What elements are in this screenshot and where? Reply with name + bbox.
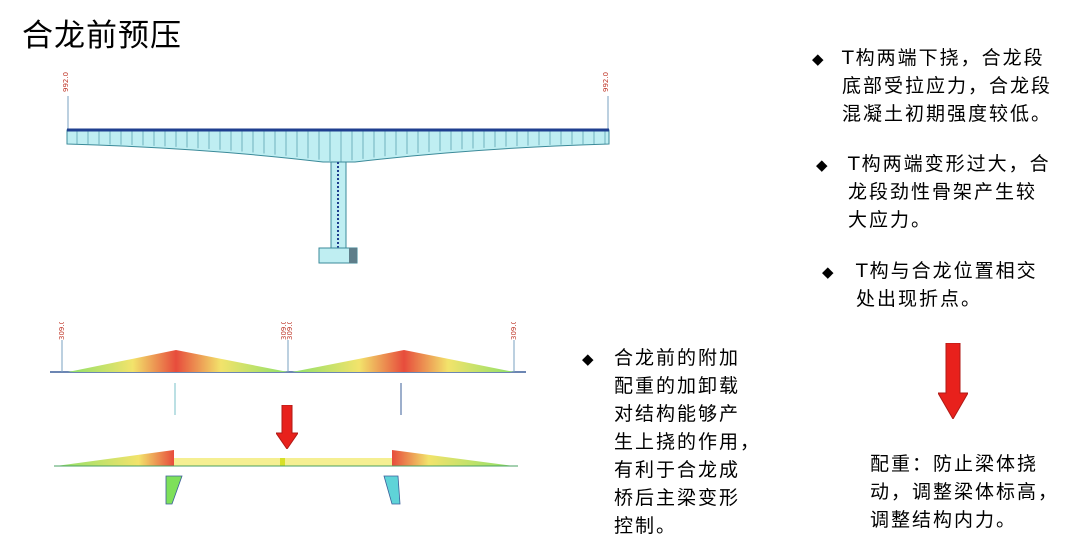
bullet-3-diamond-icon: ◆ [822,263,836,281]
weight-label-left: 309.0 [58,322,66,340]
page-title: 合龙前预压 [22,18,182,54]
weight-right-rise [292,350,404,372]
load-label-left: 992.0 [62,72,70,92]
divider-lines [174,383,402,415]
bullet-4-text: 合龙前的附加 配重的加卸载 对结构能够产 生上挠的作用， 有利于合龙成 桥后主梁… [614,347,762,537]
moment-right [392,450,514,466]
weight-left-fall [176,350,288,372]
girder-segments [76,130,606,162]
weight-right-fall [404,350,514,372]
bullet-1-text: T构两端下挠，合龙段 底部受拉应力，合龙段 混凝土初期强度较低。 [842,47,1053,125]
weight-label-center2: 309.0 [286,322,294,340]
weight-diagram: 309.0 309.0 309.0 309.0 [50,322,526,373]
reaction-right [383,475,401,505]
reaction-left [165,475,183,505]
bullet-3: ◆ T构与合龙位置相交 处出现折点。 [822,257,1076,319]
bullet-1-diamond-icon: ◆ [812,50,826,68]
pile-cap-side [349,248,357,263]
moment-left [56,450,174,466]
bullet-2-diamond-icon: ◆ [816,156,830,174]
moment-diagram [54,450,518,505]
moment-center-mark [280,458,285,466]
bullet-3-text: T构与合龙位置相交 处出现折点。 [856,260,1038,310]
bullet-1: ◆ T构两端下挠，合龙段 底部受拉应力，合龙段 混凝土初期强度较低。 [812,44,1074,134]
bullet-4-diamond-icon: ◆ [582,350,596,368]
counterweight-note: 配重：防止梁体挠 动，调整梁体标高， 调整结构内力。 [870,453,1060,531]
bullet-4: ◆ 合龙前的附加 配重的加卸载 对结构能够产 生上挠的作用， 有利于合龙成 桥后… [582,344,772,544]
load-label-right: 992.0 [602,72,610,92]
weight-label-center: 309.0 [280,322,288,340]
bullet-2: ◆ T构两端变形过大，合 龙段劲性骨架产生较 大应力。 [816,150,1076,240]
weight-label-right: 309.0 [510,322,518,340]
bullet-2-text: T构两端变形过大，合 龙段劲性骨架产生较 大应力。 [848,153,1051,231]
down-arrow-right [938,343,968,419]
weight-left-rise [68,350,176,372]
t-frame-diagram: 992.0 992.0 [62,72,610,264]
down-arrow-left [276,405,298,449]
